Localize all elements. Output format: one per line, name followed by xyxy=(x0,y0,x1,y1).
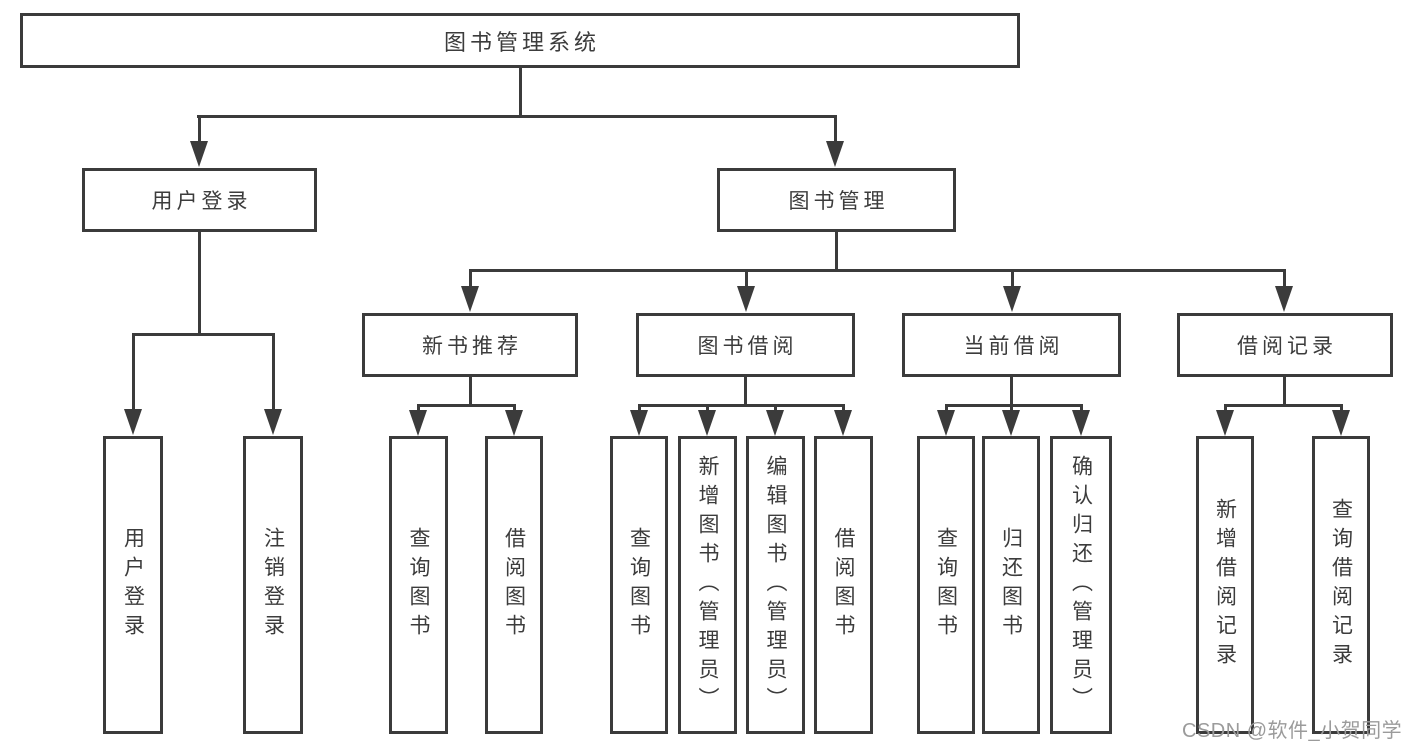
connector-line xyxy=(272,333,275,411)
arrow-down-icon xyxy=(1072,410,1090,436)
arrow-down-icon xyxy=(834,410,852,436)
connector-line xyxy=(1283,377,1286,406)
arrow-down-icon xyxy=(937,410,955,436)
connector-line xyxy=(744,377,747,406)
connector-line xyxy=(1010,377,1013,406)
arrow-down-icon xyxy=(1003,286,1021,312)
leaf-label: 编辑图书（管理员） xyxy=(764,454,787,716)
leaf-label: 用户登录 xyxy=(121,527,145,643)
leaf-label: 查询图书 xyxy=(627,527,651,643)
leaf-label: 查询图书 xyxy=(934,527,958,643)
connector-line xyxy=(197,115,837,118)
arrow-down-icon xyxy=(461,286,479,312)
arrow-down-icon xyxy=(766,410,784,436)
leaf-borrow-book-recommend: 借阅图书 xyxy=(485,436,543,734)
arrow-down-icon xyxy=(190,141,208,167)
node-book-borrow: 图书借阅 xyxy=(636,313,855,377)
leaf-logout: 注销登录 xyxy=(243,436,303,734)
leaf-label: 归还图书 xyxy=(999,527,1023,643)
leaf-borrow-book: 借阅图书 xyxy=(814,436,873,734)
connector-line xyxy=(519,68,522,118)
leaf-add-book-admin: 新增图书（管理员） xyxy=(678,436,737,734)
connector-line xyxy=(1080,404,1083,412)
connector-line xyxy=(469,377,472,406)
node-new-book-recommend: 新书推荐 xyxy=(362,313,578,377)
leaf-query-book-current: 查询图书 xyxy=(917,436,975,734)
connector-line xyxy=(132,333,135,411)
connector-line xyxy=(1283,269,1286,289)
arrow-down-icon xyxy=(737,286,755,312)
connector-line xyxy=(834,115,837,145)
leaf-label: 借阅图书 xyxy=(832,527,855,643)
leaf-add-borrow-record: 新增借阅记录 xyxy=(1196,436,1254,734)
connector-line xyxy=(1010,404,1013,412)
connector-line xyxy=(774,404,777,412)
arrow-down-icon xyxy=(1275,286,1293,312)
connector-line xyxy=(132,333,275,336)
arrow-down-icon xyxy=(124,409,142,435)
connector-line xyxy=(417,404,420,412)
connector-line xyxy=(638,404,641,412)
leaf-label: 新增图书（管理员） xyxy=(696,454,719,716)
leaf-confirm-return-admin: 确认归还（管理员） xyxy=(1050,436,1112,734)
node-current-borrow: 当前借阅 xyxy=(902,313,1121,377)
connector-line xyxy=(513,404,516,412)
arrow-down-icon xyxy=(409,410,427,436)
node-root: 图书管理系统 xyxy=(20,13,1020,68)
connector-line xyxy=(945,404,1082,407)
connector-line xyxy=(706,404,709,412)
leaf-label: 查询借阅记录 xyxy=(1329,498,1353,672)
leaf-label: 查询图书 xyxy=(407,527,430,643)
arrow-down-icon xyxy=(1332,410,1350,436)
arrow-down-icon xyxy=(1216,410,1234,436)
connector-line xyxy=(945,404,948,412)
arrow-down-icon xyxy=(264,409,282,435)
connector-line xyxy=(842,404,845,412)
node-user-login: 用户登录 xyxy=(82,168,317,232)
leaf-return-book: 归还图书 xyxy=(982,436,1040,734)
leaf-query-book: 查询图书 xyxy=(610,436,668,734)
connector-line xyxy=(469,269,1285,272)
node-borrow-record: 借阅记录 xyxy=(1177,313,1393,377)
arrow-down-icon xyxy=(1002,410,1020,436)
connector-line xyxy=(417,404,516,407)
connector-line xyxy=(469,269,472,289)
leaf-label: 注销登录 xyxy=(261,527,285,643)
leaf-edit-book-admin: 编辑图书（管理员） xyxy=(746,436,805,734)
leaf-query-book-recommend: 查询图书 xyxy=(389,436,448,734)
arrow-down-icon xyxy=(826,141,844,167)
connector-line xyxy=(745,269,748,289)
connector-line xyxy=(638,404,845,407)
leaf-query-borrow-record: 查询借阅记录 xyxy=(1312,436,1370,734)
connector-line xyxy=(1224,404,1342,407)
arrow-down-icon xyxy=(698,410,716,436)
connector-line xyxy=(1340,404,1343,412)
leaf-label: 借阅图书 xyxy=(502,527,526,643)
arrow-down-icon xyxy=(505,410,523,436)
leaf-label: 新增借阅记录 xyxy=(1213,498,1237,672)
connector-line xyxy=(1224,404,1227,412)
leaf-label: 确认归还（管理员） xyxy=(1069,454,1093,716)
connector-line xyxy=(1011,269,1014,289)
watermark: CSDN @软件_小贺同学 xyxy=(1182,720,1403,742)
leaf-user-login: 用户登录 xyxy=(103,436,163,734)
node-book-management: 图书管理 xyxy=(717,168,956,232)
connector-line xyxy=(198,232,201,335)
arrow-down-icon xyxy=(630,410,648,436)
connector-line xyxy=(835,232,838,272)
connector-line xyxy=(198,115,201,145)
